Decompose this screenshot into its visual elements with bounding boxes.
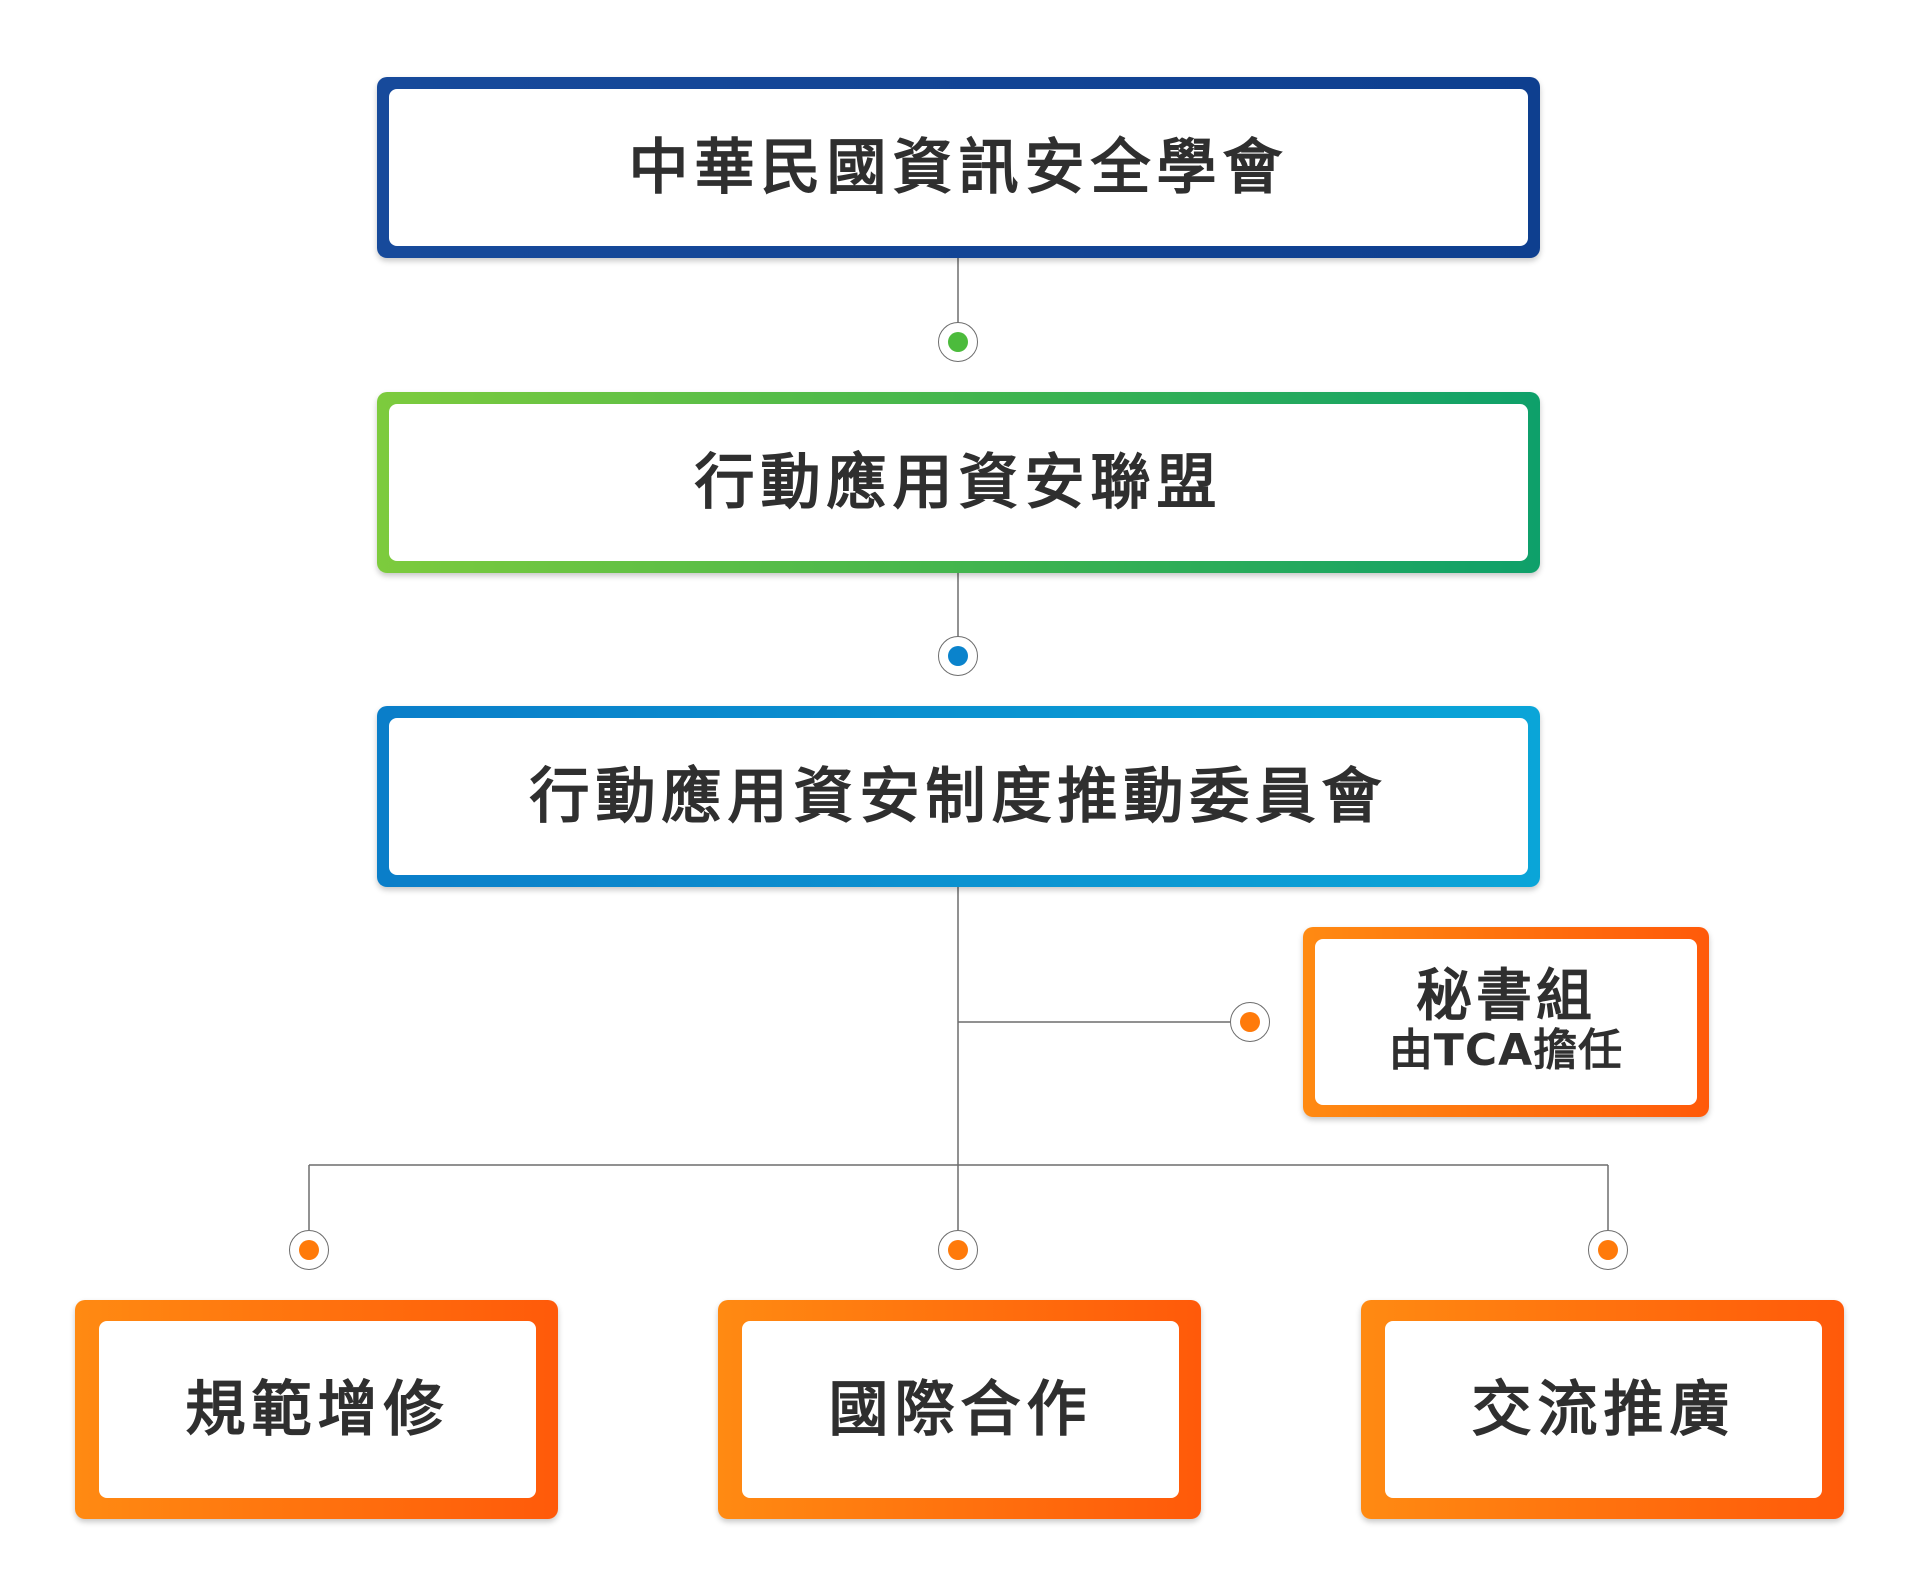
org-node-secretariat: 秘書組 由TCA擔任 xyxy=(1303,927,1709,1117)
connector-dot-blue xyxy=(938,636,978,676)
org-node-child-1: 規範增修 xyxy=(75,1300,558,1519)
connector-dot-child-1 xyxy=(289,1230,329,1270)
connector-dot-child-3 xyxy=(1588,1230,1628,1270)
connector-dot-core xyxy=(1598,1240,1618,1260)
org-node-alliance-label: 行動應用資安聯盟 xyxy=(694,447,1223,518)
connector-dot-core xyxy=(1240,1012,1260,1032)
connector-dot-core xyxy=(299,1240,319,1260)
org-node-top: 中華民國資訊安全學會 xyxy=(377,77,1540,258)
org-node-child-1-label: 規範增修 xyxy=(185,1374,450,1445)
org-node-child-2: 國際合作 xyxy=(718,1300,1201,1519)
org-node-top-label: 中華民國資訊安全學會 xyxy=(628,132,1289,203)
org-node-child-3: 交流推廣 xyxy=(1361,1300,1844,1519)
org-node-alliance: 行動應用資安聯盟 xyxy=(377,392,1540,573)
org-node-child-3-label: 交流推廣 xyxy=(1471,1374,1736,1445)
connector-dot-core xyxy=(948,646,968,666)
connector-dot-core xyxy=(948,332,968,352)
connector-dot-child-2 xyxy=(938,1230,978,1270)
connector-dot-green xyxy=(938,322,978,362)
org-node-child-2-label: 國際合作 xyxy=(828,1374,1093,1445)
secretariat-subtitle: 由TCA擔任 xyxy=(1388,1025,1624,1077)
org-node-committee: 行動應用資安制度推動委員會 xyxy=(377,706,1540,887)
connector-dot-secretariat xyxy=(1230,1002,1270,1042)
org-node-committee-label: 行動應用資安制度推動委員會 xyxy=(529,761,1388,832)
secretariat-title: 秘書組 xyxy=(1416,964,1596,1030)
connector-dot-core xyxy=(948,1240,968,1260)
